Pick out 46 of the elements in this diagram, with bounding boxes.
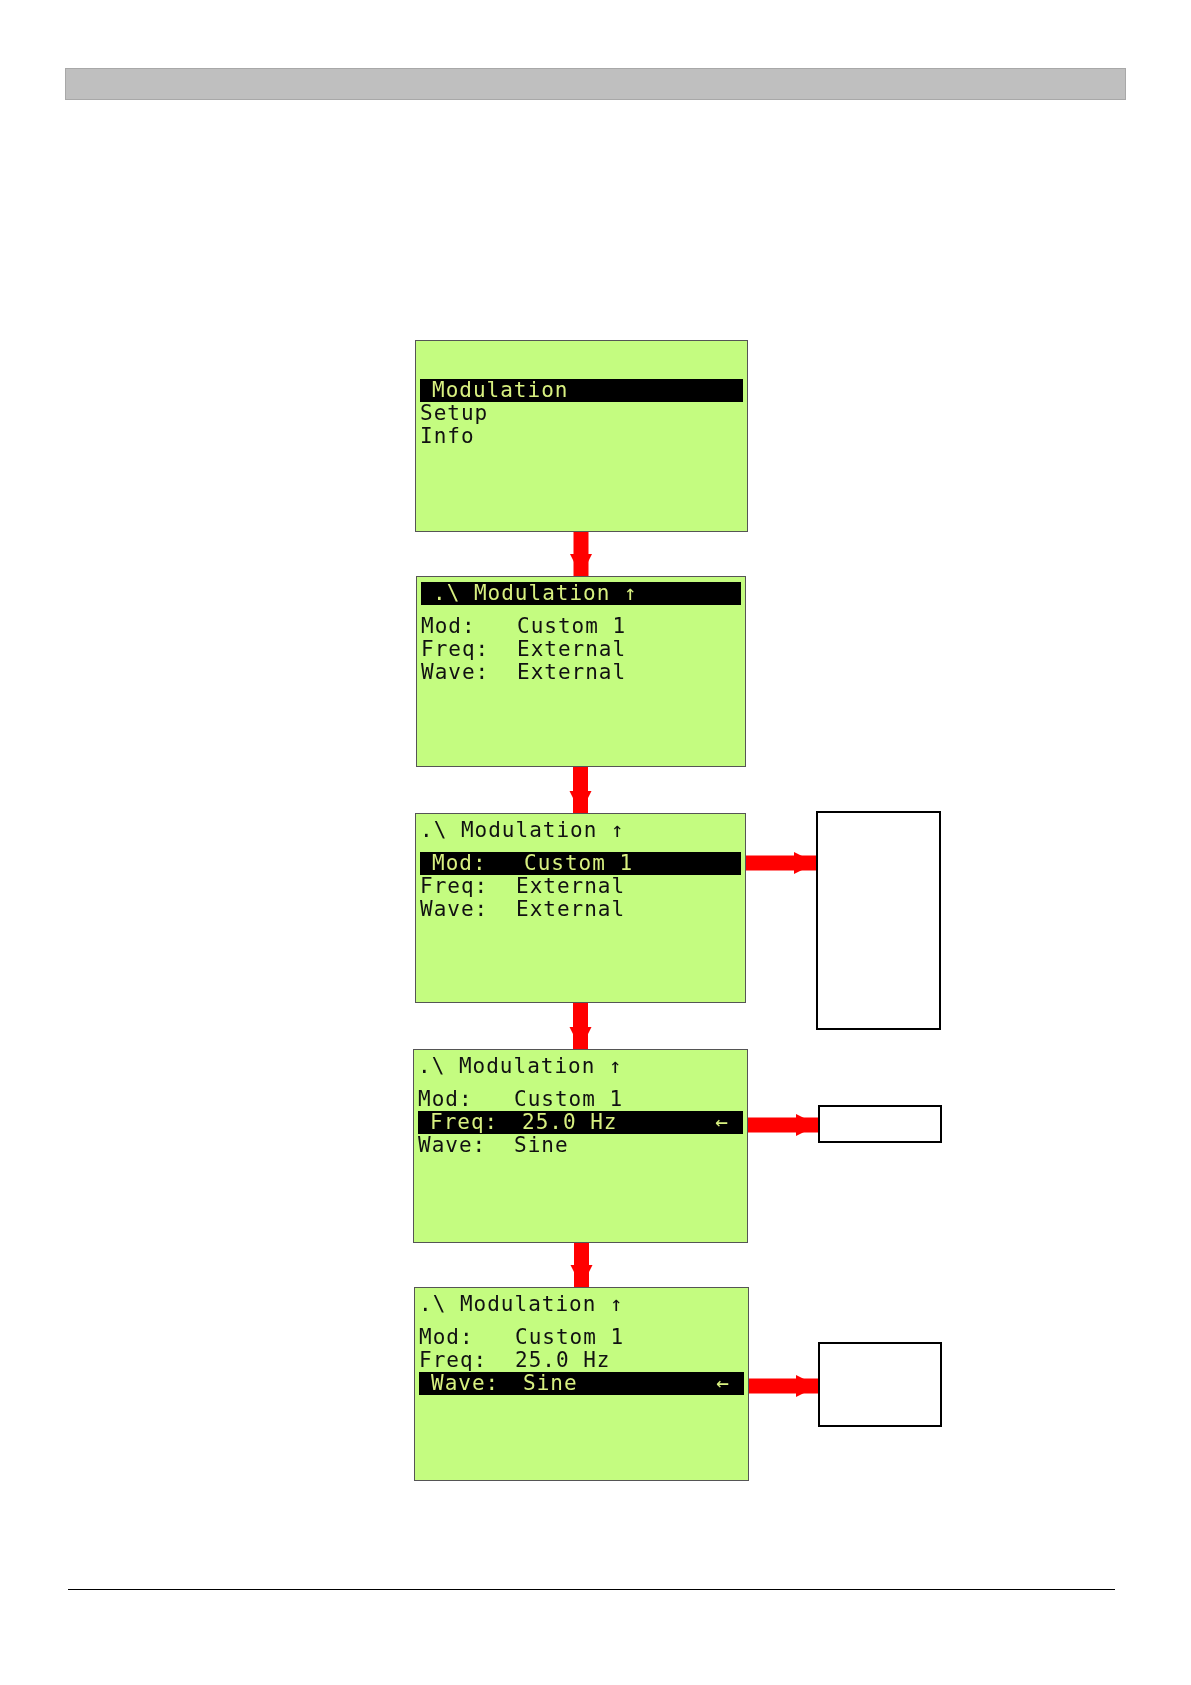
empty-box — [818, 1342, 942, 1427]
field-value: 25.0 Hz — [515, 1349, 612, 1372]
arrow — [748, 1114, 818, 1136]
field-label: Wave: — [420, 898, 490, 921]
field-value: External — [517, 661, 628, 684]
field-value: 25.0 Hz — [522, 1111, 716, 1134]
arrow — [570, 1243, 593, 1287]
field-value: Custom 1 — [515, 1326, 626, 1349]
field-value: Sine — [514, 1134, 570, 1157]
arrow — [569, 1003, 592, 1049]
field-value: Sine — [523, 1372, 717, 1395]
highlighted-menu-item: Modulation — [420, 379, 743, 402]
field-label: Mod: — [418, 1088, 474, 1111]
field-label: Mod: — [420, 852, 524, 875]
field-value: External — [516, 875, 627, 898]
menu-item-text: .\ Modulation ↑ — [420, 819, 626, 842]
field-label: Wave: — [418, 1134, 488, 1157]
field-value: External — [517, 638, 628, 661]
arrow — [570, 532, 592, 576]
lcd-screen — [416, 576, 746, 767]
field-label: Mod: — [421, 615, 477, 638]
menu-item-text: .\ Modulation ↑ — [419, 1293, 625, 1316]
menu-item-text: Info — [420, 425, 476, 448]
field-label: Mod: — [419, 1326, 475, 1349]
field-value: Custom 1 — [514, 1088, 625, 1111]
lcd-screen — [413, 1049, 748, 1243]
field-label: Freq: — [419, 1349, 489, 1372]
menu-item-text: Setup — [420, 402, 490, 425]
arrow — [569, 767, 592, 813]
highlighted-menu-item: .\ Modulation ↑ — [421, 582, 741, 605]
field-value: External — [516, 898, 627, 921]
empty-box — [816, 811, 941, 1030]
lcd-screen — [415, 813, 746, 1003]
field-label: Freq: — [420, 875, 490, 898]
arrow — [749, 1375, 818, 1397]
field-label: Wave: — [421, 661, 491, 684]
lcd-screen — [415, 340, 748, 532]
menu-item-text: .\ Modulation ↑ — [418, 1055, 624, 1078]
field-label: Wave: — [419, 1372, 523, 1395]
field-value: Custom 1 — [524, 852, 741, 875]
field-value: Custom 1 — [517, 615, 628, 638]
empty-box — [818, 1105, 942, 1143]
lcd-screen — [414, 1287, 749, 1481]
field-label: Freq: — [421, 638, 491, 661]
arrow — [746, 852, 816, 874]
field-label: Freq: — [418, 1111, 522, 1134]
